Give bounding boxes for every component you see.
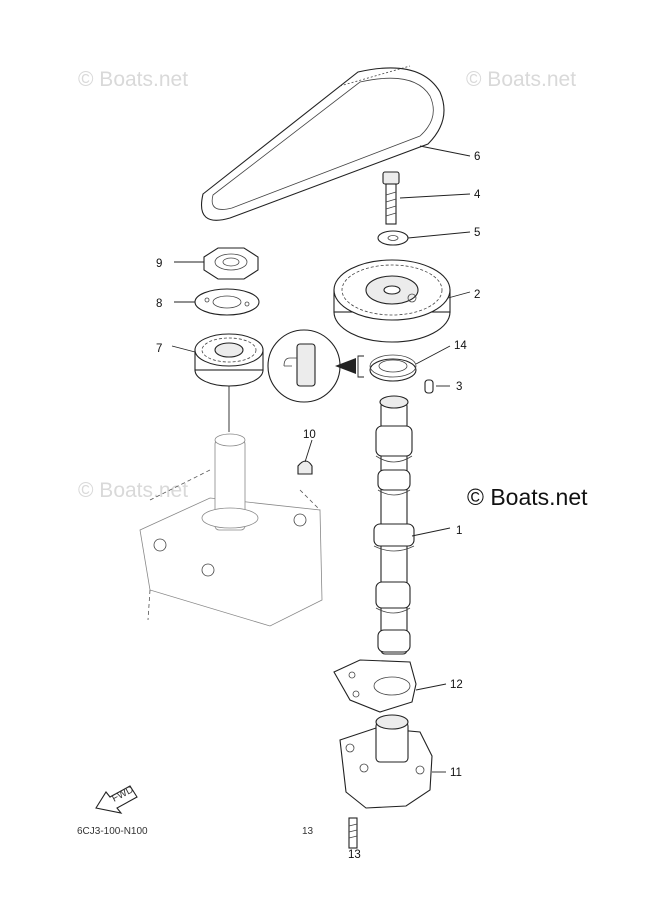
callout-2: 2 [474, 289, 480, 301]
watermark-main: © Boats.net [467, 484, 588, 510]
callout-9: 9 [156, 258, 162, 270]
camshaft[interactable] [373, 395, 415, 655]
drive-pulley[interactable] [194, 333, 264, 387]
callout-4: 4 [474, 189, 481, 201]
gasket[interactable] [333, 659, 417, 713]
dowel-pin[interactable] [424, 379, 434, 394]
detail-circle [267, 329, 364, 403]
oil-seal[interactable] [369, 354, 417, 382]
woodruff-key[interactable] [297, 460, 313, 475]
callout-5: 5 [474, 227, 480, 239]
camshaft-pulley[interactable] [333, 259, 451, 343]
callout-11: 11 [450, 767, 462, 779]
watermark-top-right: © Boats.net [466, 68, 576, 91]
callout-14: 14 [454, 340, 467, 352]
page-number: 13 [302, 826, 314, 837]
callout-1: 1 [456, 525, 462, 537]
callout-6: 6 [474, 151, 480, 163]
callout-10: 10 [303, 429, 316, 441]
callout-13: 13 [348, 849, 361, 861]
callout-12: 12 [450, 679, 463, 691]
washer[interactable] [377, 230, 409, 246]
plate[interactable] [194, 288, 260, 316]
timing-belt[interactable] [201, 65, 445, 221]
watermark-top-left: © Boats.net [78, 68, 188, 91]
fwd-arrow: FWD [95, 784, 138, 814]
diagram-code: 6CJ3-100-N100 [77, 826, 148, 837]
oil-pump[interactable] [339, 714, 433, 809]
crankcase-reference [139, 433, 323, 627]
callout-7: 7 [156, 343, 162, 355]
pump-bolt[interactable] [348, 817, 358, 849]
callout-3: 3 [456, 381, 462, 393]
callout-8: 8 [156, 298, 162, 310]
bolt[interactable] [382, 171, 400, 225]
leader-lines [171, 145, 471, 773]
nut[interactable] [203, 247, 259, 280]
watermark-mid-left: © Boats.net [78, 479, 188, 502]
